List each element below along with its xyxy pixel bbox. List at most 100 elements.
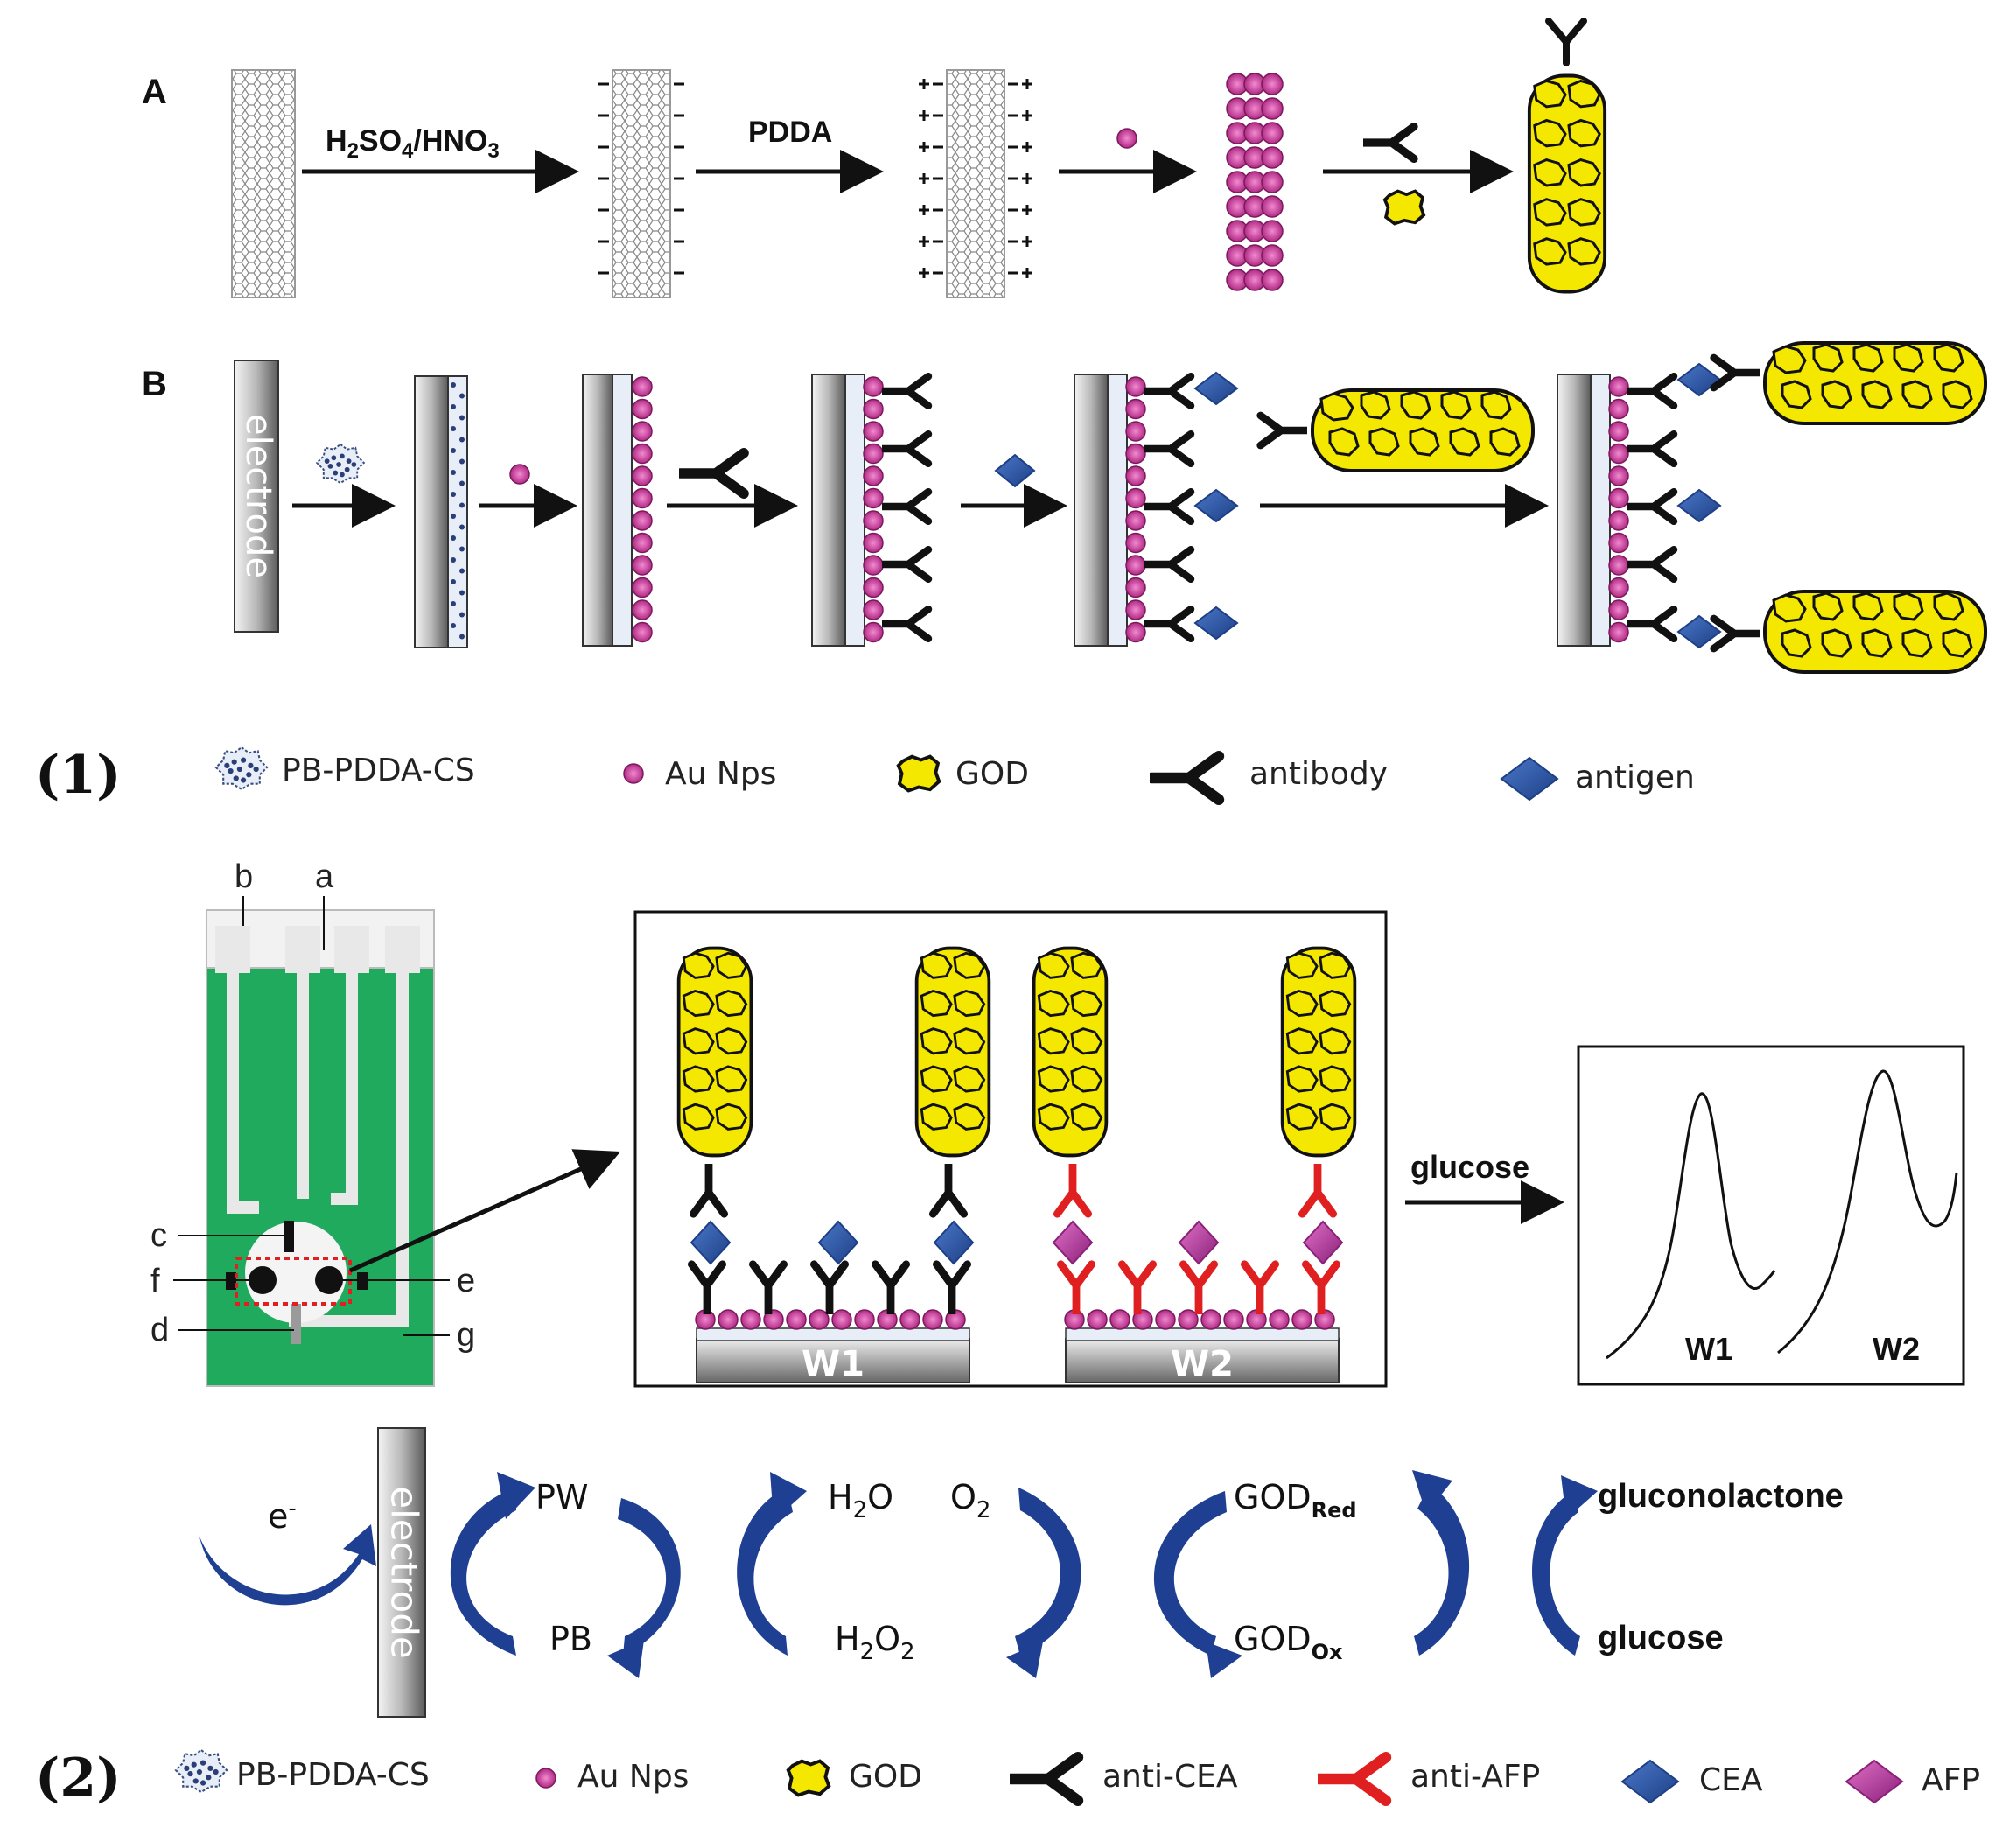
svg-text:O2: O2	[950, 1478, 990, 1523]
pb-dot	[451, 404, 456, 410]
au-nanoparticle	[1125, 555, 1146, 576]
step1-sub1: 2	[347, 139, 359, 163]
pw-label: PW	[536, 1478, 589, 1516]
legend2-antiafp: anti-AFP	[1410, 1759, 1540, 1795]
stepB5-arrow	[1260, 390, 1549, 528]
au-nanoparticle	[1125, 599, 1146, 620]
electron-arrow: e-	[200, 1495, 376, 1606]
svg-text:e-: e-	[268, 1495, 297, 1536]
au-nanoparticle	[632, 443, 653, 465]
e-sup: -	[288, 1495, 296, 1522]
antibody	[1628, 550, 1675, 579]
antibody	[1628, 492, 1675, 522]
antigen	[1194, 606, 1239, 640]
antibody	[1145, 609, 1192, 639]
pb-dot	[451, 382, 456, 388]
antibody	[883, 434, 929, 464]
legend1-antibody: antibody	[1250, 756, 1388, 792]
legend1-au-icon	[623, 763, 644, 784]
legend1-pb: PB-PDDA-CS	[282, 752, 475, 788]
antigen	[1676, 614, 1722, 649]
h2o2-o: O	[874, 1620, 900, 1658]
step1-h: H	[326, 124, 347, 158]
au-nanoparticle	[863, 577, 884, 598]
au-nanoparticle	[1261, 220, 1284, 242]
au-nanoparticle	[1608, 376, 1629, 397]
pb-dot	[459, 502, 465, 508]
pb-dot	[451, 601, 456, 606]
au-nanoparticle	[1125, 443, 1146, 465]
o2-o: O	[950, 1478, 976, 1516]
electrode-pb-au-ab	[811, 374, 929, 647]
legend1-antibody-icon	[1152, 756, 1220, 800]
o2-sub: 2	[976, 1497, 991, 1523]
au-nanoparticle	[1223, 1309, 1244, 1330]
legend1-au: Au Nps	[665, 756, 776, 792]
antibody	[1145, 550, 1192, 579]
dual-immunosensor-box: W1 W2	[634, 910, 1388, 1388]
antibody	[1628, 376, 1675, 406]
cycle-electrode-label: electrode	[383, 1486, 426, 1658]
part2-label: (2)	[35, 1747, 122, 1809]
au-nanoparticle	[632, 487, 653, 509]
peak-label-w1: W1	[1685, 1331, 1732, 1367]
catalytic-cycle: electrode e- PW PB H2O	[200, 1427, 1844, 1718]
glucose-label: glucose	[1598, 1620, 1724, 1656]
antibody	[1145, 492, 1192, 522]
glucose-arrow: glucose	[1405, 1149, 1564, 1224]
h2o-sub: 2	[853, 1497, 868, 1523]
au-nanoparticle	[1608, 577, 1629, 598]
au-nanoparticle	[1608, 621, 1629, 643]
pb-dot	[459, 393, 465, 399]
chip-labels: b a c f d e g	[150, 858, 475, 1354]
h2o2-sub1: 2	[860, 1639, 875, 1665]
au-nanoparticle	[786, 1309, 807, 1330]
legend2-anticea-icon	[1011, 1757, 1079, 1801]
pb-dot	[451, 448, 456, 453]
afp	[1052, 1220, 1094, 1265]
au-nanoparticle	[632, 466, 653, 486]
antibody	[1145, 376, 1192, 406]
pb-dot	[459, 546, 465, 552]
stepB2-arrow	[480, 464, 578, 528]
au-nanoparticle	[632, 577, 653, 598]
au-nanoparticle	[863, 532, 884, 554]
electrode-pb	[414, 375, 468, 648]
nanotube-au-god-ab	[1530, 18, 1605, 291]
pb-dot	[459, 612, 465, 618]
au-nanoparticle	[863, 555, 884, 576]
panel-b-label: B	[142, 365, 167, 403]
pb-dot	[451, 623, 456, 628]
pb-dot	[459, 590, 465, 596]
legend1-antigen: antigen	[1575, 760, 1695, 795]
au-nanoparticle	[1125, 577, 1146, 598]
au-nanoparticle	[1087, 1309, 1108, 1330]
step1-arrow: H2SO4/HNO3	[302, 124, 579, 193]
antibody	[883, 550, 929, 579]
screen-printed-chip	[206, 909, 435, 1387]
pb-dot	[451, 426, 456, 431]
au-nanoparticle	[922, 1309, 943, 1330]
peak-label-w2: W2	[1872, 1331, 1920, 1367]
pb-dot	[451, 579, 456, 584]
svg-text:H2SO4/HNO3: H2SO4/HNO3	[326, 124, 500, 163]
au-nanoparticle	[632, 621, 653, 643]
au-nanoparticle	[1125, 621, 1146, 643]
panel-a-label: A	[142, 73, 167, 111]
au-nanoparticle	[1125, 421, 1146, 442]
h2o2-sub2: 2	[900, 1639, 915, 1665]
pb-dot	[459, 634, 465, 640]
step1-sub2: 4	[402, 139, 414, 163]
peak-plot: W1 W2	[1577, 1045, 1965, 1386]
au-nanoparticle	[863, 443, 884, 465]
cea	[933, 1220, 975, 1265]
electrode-label: electrode	[238, 414, 278, 578]
au-nanoparticle	[1292, 1309, 1312, 1330]
nanotube-au	[1226, 73, 1284, 291]
cea	[690, 1220, 732, 1265]
afp	[1178, 1220, 1220, 1265]
step1-sub3: 3	[487, 139, 499, 163]
au-nanoparticle	[900, 1309, 920, 1330]
legend-1: PB-PDDA-CS Au Nps GOD antibody antigen	[214, 746, 1695, 800]
